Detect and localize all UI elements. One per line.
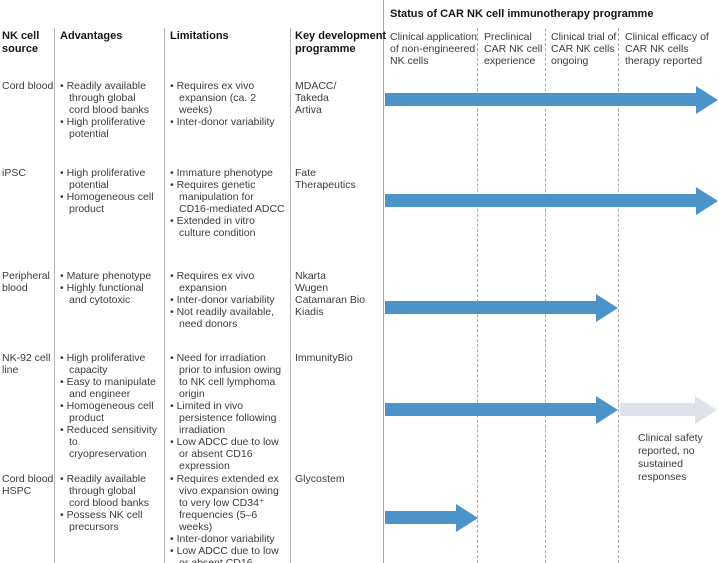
advantage-item: Reduced sensitivity to cryopreservation	[60, 424, 158, 460]
status-panel-title: Status of CAR NK cell immunotherapy prog…	[390, 8, 654, 20]
limitation-item: Requires ex vivo expansion	[170, 270, 286, 294]
advantage-item: High proliferative potential	[60, 116, 158, 140]
limitation-item: Not readily available, need donors	[170, 306, 286, 330]
header-nk-cell-source: NK cell source	[2, 30, 40, 55]
advantages-list: Mature phenotypeHighly functional and cy…	[60, 270, 158, 306]
header-advantages: Advantages	[60, 30, 123, 42]
status-arrow-blue	[385, 194, 696, 207]
programme-list: Glycostem	[295, 473, 381, 485]
divider-advantages-limitations	[164, 28, 165, 563]
status-arrow-head-blue	[696, 86, 718, 114]
programme-line: Therapeutics	[295, 179, 356, 191]
programme-line: Wugen	[295, 282, 329, 294]
advantage-item: Homogeneous cell product	[60, 400, 158, 424]
dashed-divider-3	[618, 28, 619, 563]
row-source-label: Peripheral blood	[2, 270, 50, 294]
status-arrow-head-blue	[696, 187, 718, 215]
status-column-preclinical: Preclinical CAR NK cell experience	[484, 31, 543, 67]
status-column-clinical-application: Clinical application of non-engineered N…	[390, 31, 477, 67]
status-arrow-head-blue	[596, 396, 618, 424]
status-arrow-blue	[385, 93, 696, 106]
limitation-item: Requires extended ex vivo expansion owin…	[170, 473, 286, 533]
limitations-list: Requires extended ex vivo expansion owin…	[170, 473, 286, 563]
row-source-label: Cord blood HSPC	[2, 473, 54, 497]
limitation-item: Need for irradiation prior to infusion o…	[170, 352, 286, 400]
header-key-development-programme: Key development programme	[295, 30, 387, 55]
programme-list: ImmunityBio	[295, 352, 381, 364]
advantage-item: Readily available through global cord bl…	[60, 80, 158, 116]
limitation-item: Extended in vitro culture condition	[170, 215, 286, 239]
status-column-clinical-trial: Clinical trial of CAR NK cells ongoing	[551, 31, 617, 67]
limitation-item: Low ADCC due to low or absent CD16 expre…	[170, 436, 286, 472]
programme-line: Glycostem	[295, 473, 345, 485]
advantage-item: Highly functional and cytotoxic	[60, 282, 158, 306]
divider-limitations-programme	[290, 28, 291, 563]
limitation-item: Low ADCC due to low or absent CD16 expre…	[170, 545, 286, 563]
advantage-item: Readily available through global cord bl…	[60, 473, 158, 509]
limitation-item: Inter-donor variability	[170, 116, 286, 128]
divider-source-advantages	[54, 28, 55, 563]
advantages-list: High proliferative potentialHomogeneous …	[60, 167, 158, 215]
limitation-item: Inter-donor variability	[170, 294, 286, 306]
programme-line: Kiadis	[295, 306, 324, 318]
header-limitations: Limitations	[170, 30, 229, 42]
advantage-item: Homogeneous cell product	[60, 191, 158, 215]
status-arrow-blue	[385, 403, 596, 416]
dashed-divider-1	[477, 28, 478, 563]
programme-line: Artiva	[295, 104, 322, 116]
status-arrow-head-gray	[695, 396, 717, 424]
advantage-item: Easy to manipulate and engineer	[60, 376, 158, 400]
note-clinical-safety: Clinical safety reported, no sustained r…	[638, 432, 703, 483]
row-source-label: NK-92 cell line	[2, 352, 51, 376]
limitations-list: Requires ex vivo expansion (ca. 2 weeks)…	[170, 80, 286, 128]
limitations-list: Requires ex vivo expansionInter-donor va…	[170, 270, 286, 330]
programme-line: Takeda	[295, 92, 329, 104]
row-source-label: iPSC	[2, 167, 26, 179]
advantages-list: Readily available through global cord bl…	[60, 473, 158, 533]
advantage-item: Mature phenotype	[60, 270, 158, 282]
status-arrow-blue	[385, 511, 456, 524]
programme-line: ImmunityBio	[295, 352, 353, 364]
programme-line: Nkarta	[295, 270, 326, 282]
limitation-item: Limited in vivo persistence following ir…	[170, 400, 286, 436]
limitation-item: Immature phenotype	[170, 167, 286, 179]
programme-line: MDACC/	[295, 80, 337, 92]
divider-status-panel	[383, 0, 384, 563]
programme-line: Fate	[295, 167, 317, 179]
limitations-list: Need for irradiation prior to infusion o…	[170, 352, 286, 472]
limitations-list: Immature phenotypeRequires genetic manip…	[170, 167, 286, 239]
advantage-item: Possess NK cell precursors	[60, 509, 158, 533]
advantages-list: Readily available through global cord bl…	[60, 80, 158, 140]
status-column-clinical-efficacy: Clinical efficacy of CAR NK cells therap…	[625, 31, 709, 67]
status-arrow-head-blue	[596, 294, 618, 322]
status-arrow-head-blue	[456, 504, 478, 532]
limitation-item: Inter-donor variability	[170, 533, 286, 545]
programme-line: Catamaran Bio	[295, 294, 366, 306]
limitation-item: Requires genetic manipulation for CD16-m…	[170, 179, 286, 215]
limitation-item: Requires ex vivo expansion (ca. 2 weeks)	[170, 80, 286, 116]
advantage-item: High proliferative capacity	[60, 352, 158, 376]
row-source-label: Cord blood	[2, 80, 54, 92]
dashed-divider-2	[545, 28, 546, 563]
status-arrow-gray	[620, 403, 695, 416]
advantage-item: High proliferative potential	[60, 167, 158, 191]
status-arrow-blue	[385, 301, 596, 314]
advantages-list: High proliferative capacityEasy to manip…	[60, 352, 158, 460]
